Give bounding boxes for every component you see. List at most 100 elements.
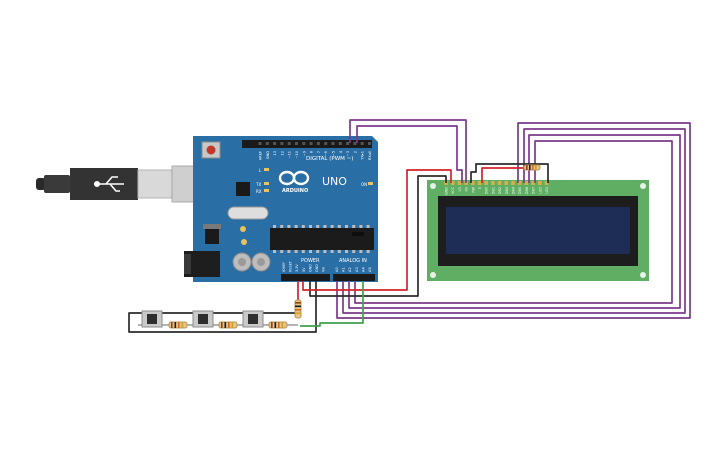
lcd-pin[interactable] — [450, 181, 455, 185]
resistor-band — [181, 322, 184, 328]
chip-leg — [273, 250, 276, 253]
led-l — [264, 168, 269, 171]
chip-leg — [287, 225, 291, 228]
chip-leg — [316, 250, 320, 253]
resistor-band — [178, 322, 180, 328]
chip-leg — [330, 225, 334, 228]
digital-pin[interactable] — [280, 142, 284, 145]
resistor-lcd[interactable] — [523, 164, 541, 171]
digital-pin[interactable] — [258, 142, 262, 145]
wire-gnd-buttons[interactable] — [128, 281, 317, 333]
digital-pin[interactable] — [273, 142, 277, 145]
resistor-band — [529, 165, 531, 170]
wire-db7[interactable] — [354, 140, 673, 304]
digital-pin[interactable] — [324, 142, 328, 145]
wire-e[interactable] — [356, 125, 463, 183]
lcd-pin[interactable] — [491, 181, 495, 185]
chip-leg — [294, 250, 298, 253]
digital-pin[interactable] — [360, 142, 364, 145]
wire-gnd-lcd[interactable] — [309, 175, 447, 297]
chip-leg — [345, 225, 348, 228]
digital-pin[interactable] — [353, 142, 357, 145]
lcd-pin-label: GND — [445, 187, 449, 195]
wire-db5[interactable] — [342, 128, 686, 314]
wire-db4[interactable] — [336, 122, 691, 319]
digital-pin-label: ~5 — [332, 151, 336, 156]
lcd-pin[interactable] — [531, 181, 535, 185]
model-label: UNO — [322, 175, 347, 188]
lcd-pin[interactable] — [511, 181, 515, 185]
resistor-band — [295, 309, 301, 311]
lcd-pin-label: LED — [538, 187, 542, 194]
wire-db6[interactable] — [348, 134, 681, 309]
led-on — [368, 182, 373, 185]
digital-pin-label: 4 — [339, 150, 343, 153]
on-label: ON — [361, 182, 367, 187]
digital-pin[interactable] — [309, 142, 313, 145]
lcd-pin[interactable] — [497, 181, 502, 185]
wire-gnd-lcd-rw[interactable] — [470, 163, 549, 183]
power-pin-label: Vin — [322, 267, 326, 272]
wire-rs[interactable] — [349, 119, 467, 183]
resistor-3[interactable] — [268, 321, 288, 329]
pushbutton-2[interactable] — [192, 310, 214, 328]
brand-label: ARDUINO — [282, 188, 308, 194]
chip-leg — [309, 225, 312, 228]
usb-cable-end — [36, 178, 46, 190]
lcd-pin[interactable] — [524, 181, 529, 185]
chip-leg — [301, 225, 305, 228]
digital-pin[interactable] — [287, 142, 291, 145]
wire-button-signal[interactable] — [300, 281, 364, 327]
resistor-band — [295, 312, 301, 315]
resistor-band — [174, 322, 177, 328]
lcd-pin-label: DB5 — [518, 187, 522, 194]
crystal-oscillator — [227, 206, 269, 220]
digital-pin[interactable] — [331, 142, 335, 145]
digital-pin-label: RX◂0 — [368, 150, 372, 160]
lcd-pin[interactable] — [538, 181, 542, 185]
digital-pin-label: ~3 — [346, 151, 350, 156]
digital-pin-label: 7 — [317, 151, 321, 153]
lcd-pin[interactable] — [544, 181, 549, 185]
lcd-pin[interactable] — [477, 181, 482, 185]
led-rx-label: RX — [256, 189, 262, 194]
lcd-screen — [446, 207, 630, 254]
chip-leg — [366, 250, 370, 253]
resistor-pullup[interactable] — [294, 299, 302, 319]
resistor-2[interactable] — [218, 321, 238, 329]
digital-pin[interactable] — [302, 142, 306, 145]
led-tx — [264, 182, 269, 185]
usb-cable[interactable] — [36, 165, 209, 203]
lcd-pin[interactable] — [484, 181, 488, 185]
resistor-band — [171, 322, 173, 328]
digital-pin[interactable] — [295, 142, 298, 145]
resistor-band — [271, 322, 273, 328]
chip-leg — [301, 250, 305, 253]
lcd-pin[interactable] — [471, 181, 475, 185]
digital-pin[interactable] — [346, 142, 350, 145]
wire-5v-backlight[interactable] — [481, 167, 527, 183]
mount-hole — [640, 183, 646, 189]
lcd-pin[interactable] — [504, 181, 509, 185]
chip-leg — [345, 250, 348, 253]
digital-pin[interactable] — [338, 142, 342, 145]
chip-leg — [323, 225, 327, 228]
wire-5v-lcd[interactable] — [302, 169, 452, 291]
digital-pin[interactable] — [265, 142, 269, 145]
usb-chip — [236, 182, 250, 196]
pushbutton-1[interactable] — [141, 310, 163, 328]
digital-header — [242, 140, 372, 148]
pushbutton-3[interactable] — [242, 310, 264, 328]
lcd-pin[interactable] — [457, 181, 462, 185]
digital-pin[interactable] — [368, 142, 371, 145]
digital-pin-label: 13 — [273, 151, 277, 156]
lcd-pin[interactable] — [517, 181, 522, 185]
digital-pin[interactable] — [316, 142, 320, 145]
chip-leg — [287, 250, 291, 253]
resistor-1[interactable] — [168, 321, 188, 329]
wires — [128, 119, 691, 333]
